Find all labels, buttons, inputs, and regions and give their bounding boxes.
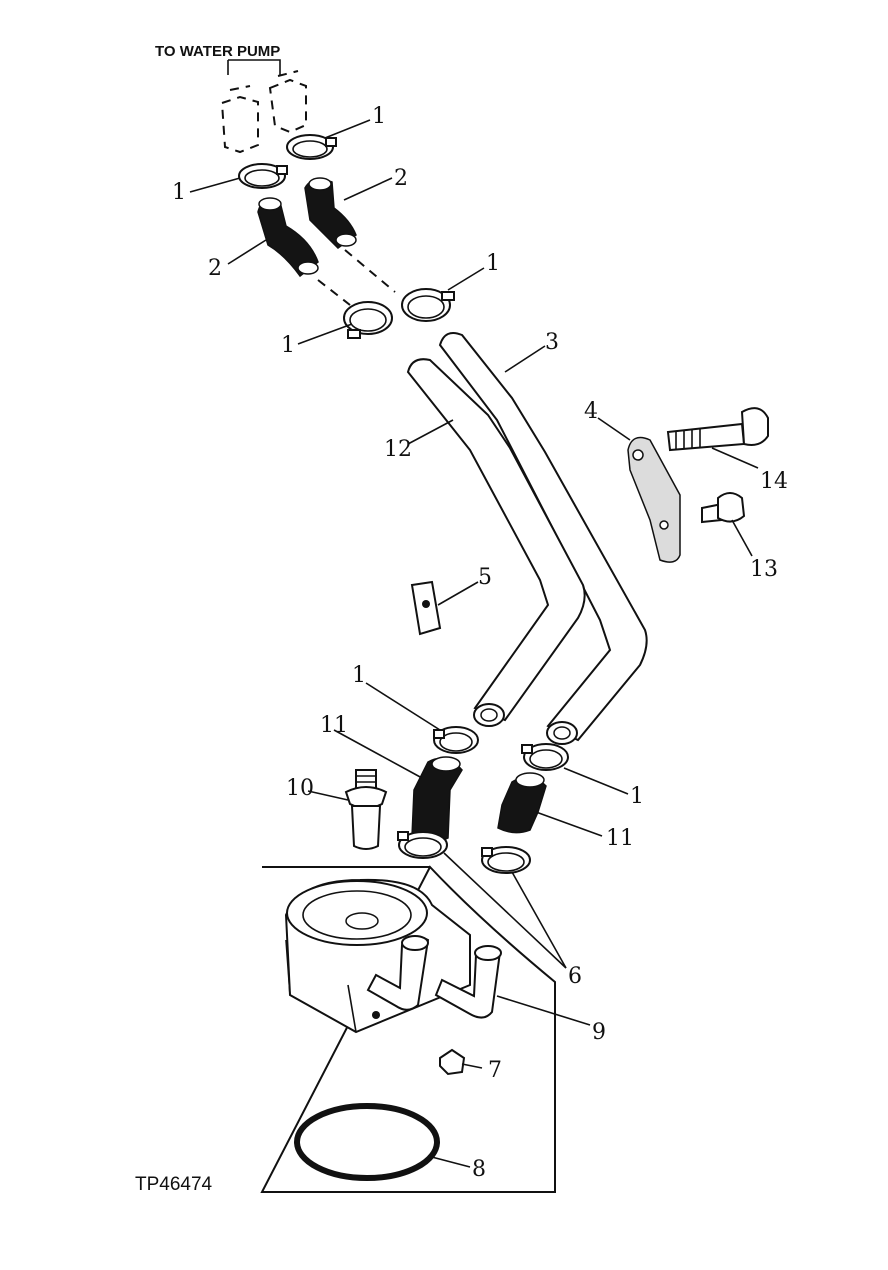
coolant-tube-12 — [406, 358, 586, 727]
callout-drain-plug: 7 — [488, 1058, 502, 1083]
callout-hose-upper-right: 2 — [394, 166, 408, 191]
water-pump-outlet-right — [268, 70, 307, 134]
water-pump-title: TO WATER PUMP — [155, 43, 280, 60]
callout-clamp-middle-left: 1 — [281, 333, 295, 358]
callout-clip: 5 — [478, 565, 492, 590]
callout-clamp-lower-left: 1 — [352, 663, 366, 688]
hose-clamp-middle-right — [401, 288, 455, 322]
assembly-line-right — [344, 249, 396, 293]
drain-plug — [439, 1048, 466, 1076]
coolant-tube-3 — [438, 332, 648, 745]
coolant-fitting — [344, 769, 388, 850]
elbow-hose-lower-right — [497, 772, 547, 834]
hose-clamp-lower-left — [433, 726, 479, 754]
callout-oil-cooler: 9 — [592, 1020, 606, 1045]
callout-clamp-lower-right: 1 — [630, 784, 644, 809]
hose-clamp-upper-right — [286, 134, 337, 160]
hose-clamp-6-left — [397, 831, 448, 859]
hose-clamp-6-right — [481, 846, 531, 874]
elbow-hose-upper-right — [304, 177, 357, 249]
figure-code: TP46474 — [135, 1174, 213, 1195]
callout-clamp-top-right: 1 — [372, 104, 386, 129]
callout-o-ring: 8 — [472, 1157, 486, 1182]
callout-hose-lower-right: 11 — [606, 826, 634, 851]
title-bracket — [227, 59, 281, 75]
elbow-hose-lower-left — [411, 756, 463, 843]
elbow-hose-upper-left — [257, 197, 319, 278]
callout-tube-3: 3 — [545, 330, 559, 355]
hose-clamp-upper-left — [238, 163, 288, 189]
oil-cooler — [284, 878, 502, 1034]
cap-screw — [666, 407, 769, 452]
oil-cooler-assembly-frame — [260, 865, 556, 1193]
water-pump-outlet-left — [220, 85, 259, 154]
callout-fitting: 10 — [286, 776, 314, 801]
assembly-line-left — [317, 279, 351, 306]
callout-clamp-top-left: 1 — [172, 180, 186, 205]
leader-lines — [189, 119, 759, 1168]
hose-clamp-middle-left — [343, 301, 393, 339]
callout-hose-lower-left: 11 — [320, 713, 348, 738]
o-ring — [294, 1103, 440, 1181]
callout-clamp-middle-right: 1 — [486, 251, 500, 276]
callout-clamps-6: 6 — [568, 964, 582, 989]
tube-clip — [410, 580, 442, 636]
callout-bracket: 4 — [584, 399, 598, 424]
callout-tube-12: 12 — [384, 437, 412, 462]
flange-screw — [701, 492, 746, 524]
mounting-bracket — [627, 436, 681, 563]
callout-flange-screw: 13 — [750, 557, 778, 582]
callout-cap-screw: 14 — [760, 469, 788, 494]
hose-clamp-lower-right — [521, 743, 569, 771]
callout-hose-upper-left: 2 — [208, 256, 222, 281]
